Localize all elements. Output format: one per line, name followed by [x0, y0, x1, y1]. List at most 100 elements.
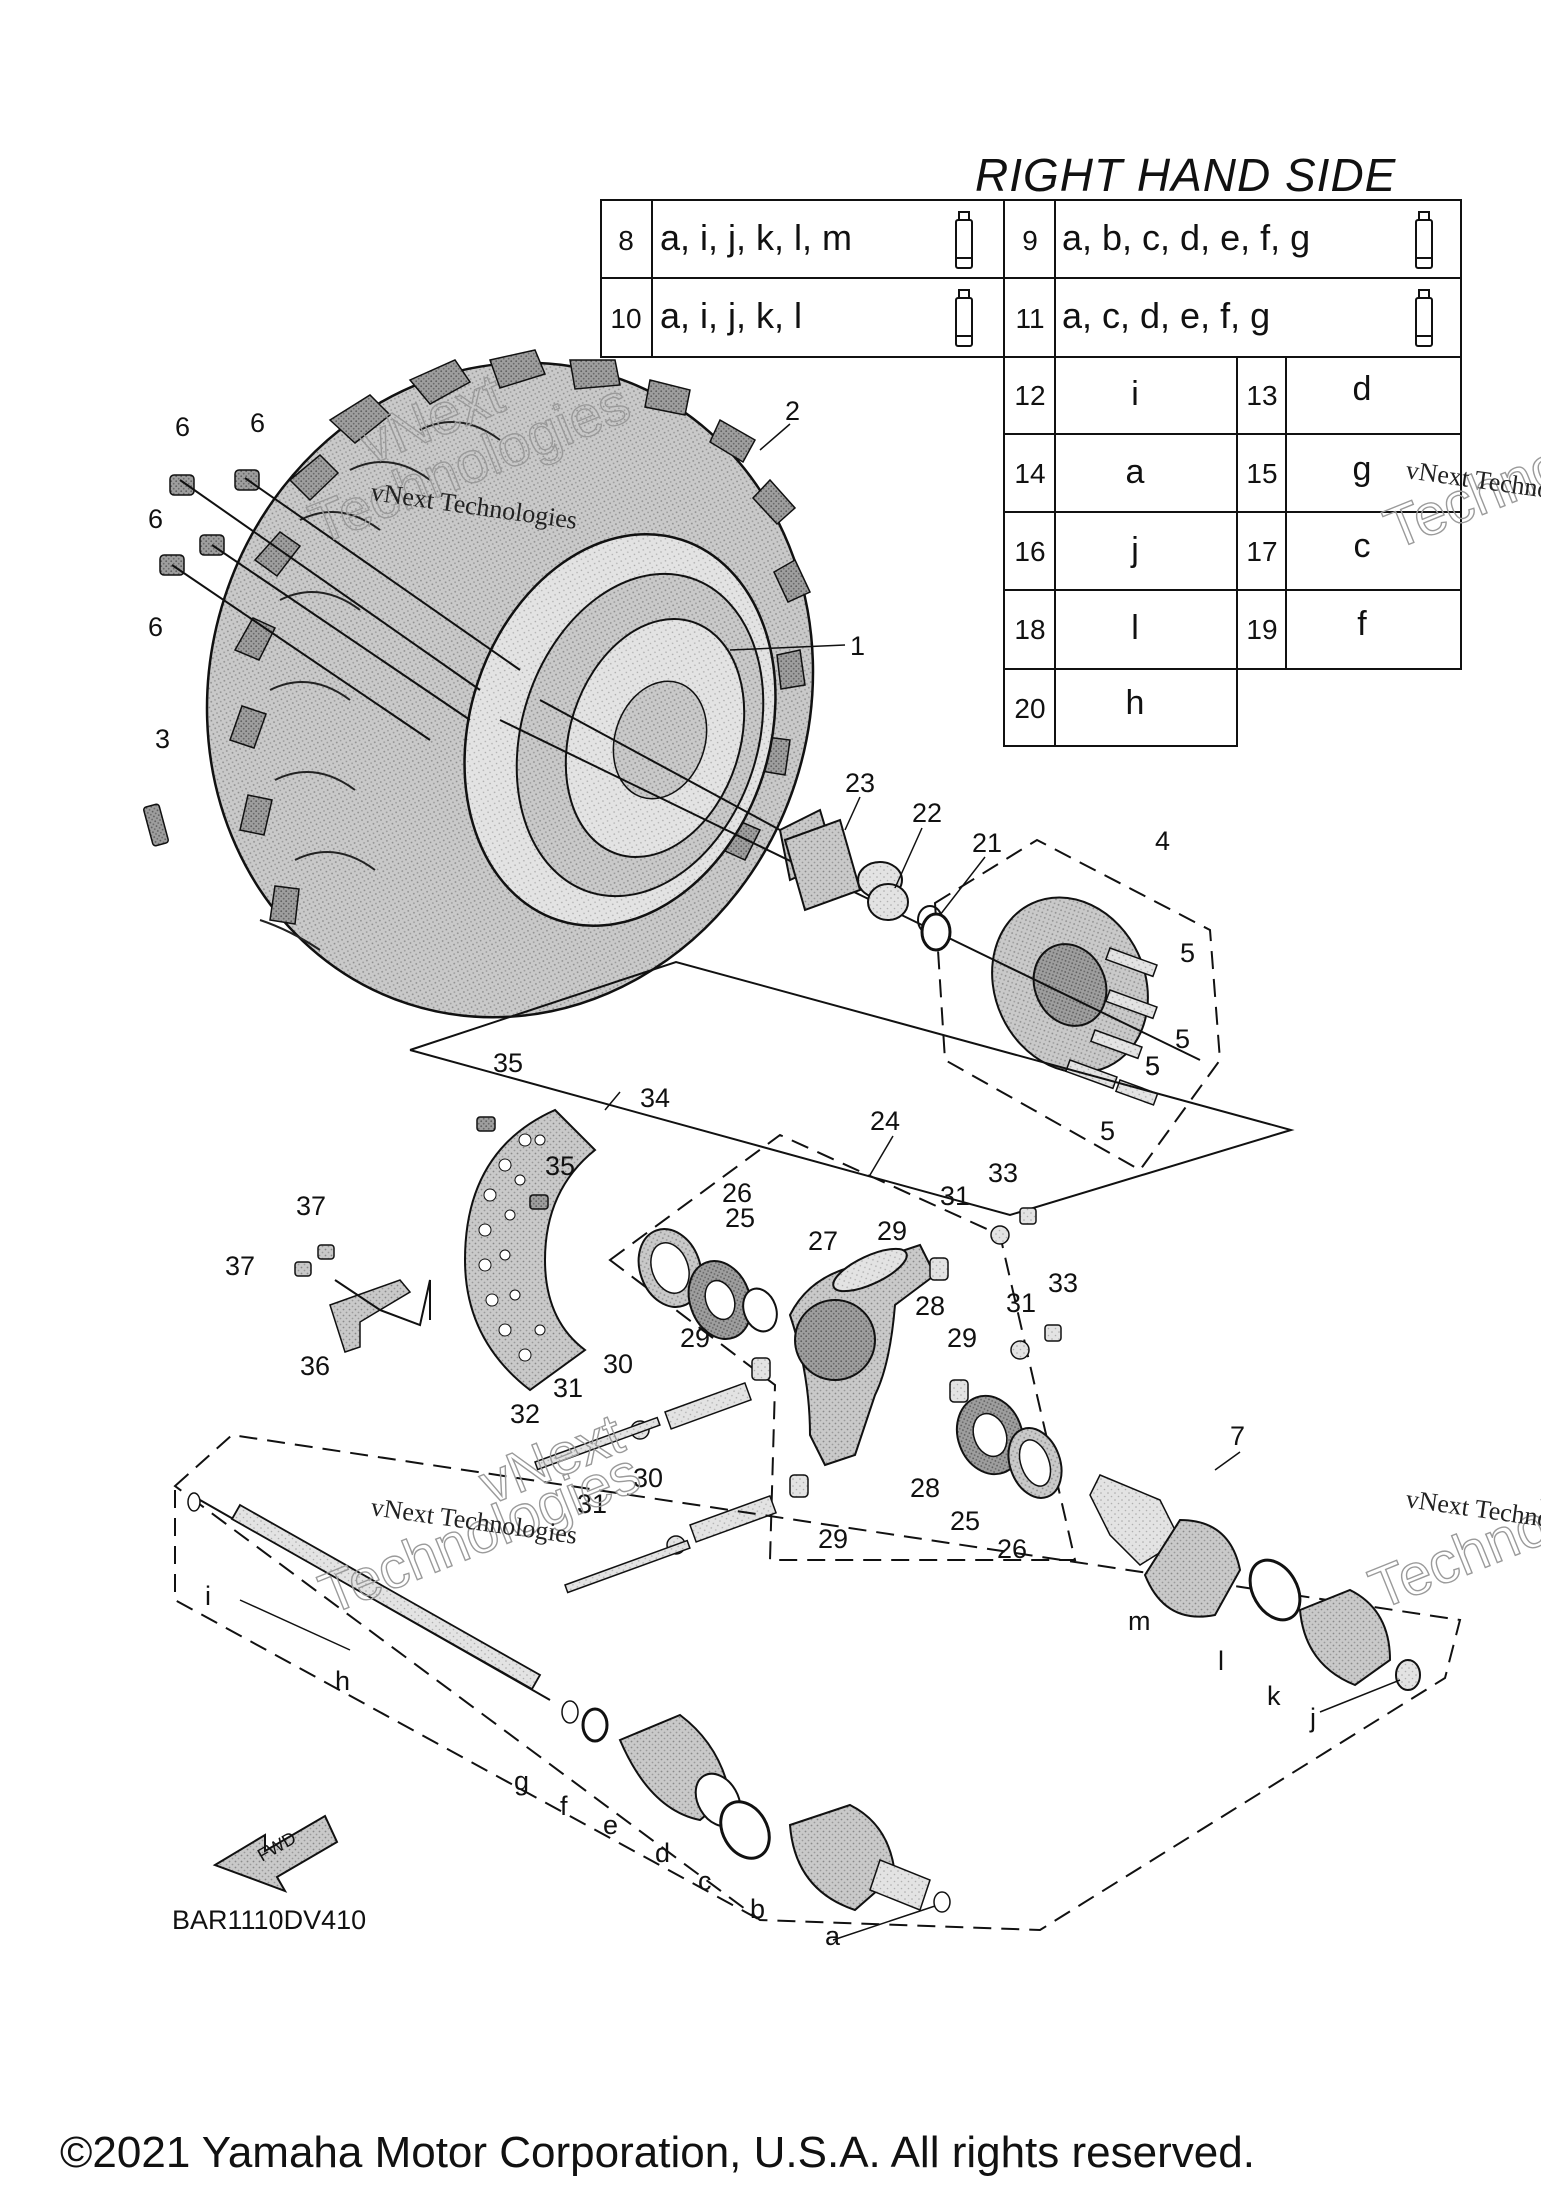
table-cell-no: 16	[1014, 536, 1045, 567]
callout-7: 7	[1230, 1421, 1245, 1451]
callout-24: 24	[870, 1106, 900, 1136]
callout-d: d	[655, 1838, 670, 1868]
brake-disc	[463, 1108, 597, 1392]
callout-l: l	[1218, 1646, 1224, 1676]
callout-6: 6	[148, 612, 163, 642]
callout-33: 33	[1048, 1268, 1078, 1298]
callout-5: 5	[1175, 1024, 1190, 1054]
disc-bolts	[476, 1116, 549, 1210]
table-cell-no: 11	[1015, 303, 1044, 334]
callout-6: 6	[250, 408, 265, 438]
callout-28: 28	[915, 1291, 945, 1321]
callout-5: 5	[1145, 1051, 1160, 1081]
callout-21: 21	[972, 828, 1002, 858]
callout-30: 30	[633, 1463, 663, 1493]
callout-33: 33	[988, 1158, 1018, 1188]
table-cell-no: 8	[618, 225, 634, 256]
callout-5: 5	[1145, 1051, 1160, 1081]
table-cell-parts: a, b, c, d, e, f, g	[1062, 217, 1310, 258]
callout-5: 5	[1100, 1116, 1115, 1146]
fwd-arrow-icon: FWD	[212, 1814, 339, 1893]
callout-k: k	[1267, 1681, 1281, 1711]
callout-26: 26	[722, 1178, 752, 1208]
table-cell-no: 18	[1014, 614, 1045, 645]
table-cell-parts: a, c, d, e, f, g	[1062, 295, 1270, 336]
callout-28: 28	[910, 1473, 940, 1503]
leader-lines	[239, 796, 1401, 1941]
table-cell-no: 14	[1014, 458, 1045, 489]
valve-stem	[143, 803, 169, 847]
tire-assembly	[205, 349, 815, 1019]
table-cell-no: 19	[1246, 614, 1277, 645]
callout-35: 35	[493, 1048, 523, 1078]
callout-29: 29	[680, 1323, 710, 1353]
table-cell-no: 17	[1246, 536, 1277, 567]
page-title: RIGHT HAND SIDE	[975, 149, 1397, 201]
table-cell-val: d	[1353, 370, 1372, 408]
callout-34: 34	[640, 1083, 670, 1113]
table-cell-no: 10	[610, 303, 641, 334]
callout-4: 4	[1155, 826, 1170, 856]
callout-36: 36	[300, 1351, 330, 1381]
knuckle	[637, 1228, 1063, 1499]
callout-23: 23	[845, 768, 875, 798]
callout-g: g	[514, 1766, 529, 1796]
callout-25: 25	[950, 1506, 980, 1536]
brake-bracket	[294, 1244, 412, 1353]
spacers	[783, 818, 952, 952]
callout-6: 6	[148, 504, 163, 534]
callout-29: 29	[818, 1524, 848, 1554]
grease-tube-icon	[955, 211, 1433, 347]
callout-m: m	[1128, 1606, 1151, 1636]
callout-31: 31	[553, 1373, 583, 1403]
table-cell-no: 9	[1022, 225, 1038, 256]
table-cell-val: l	[1131, 609, 1139, 647]
callout-i: i	[205, 1581, 211, 1611]
table-cell-val: g	[1353, 450, 1372, 488]
callout-31: 31	[940, 1181, 970, 1211]
table-cell-parts: a, i, j, k, l	[660, 295, 802, 336]
callout-25: 25	[725, 1203, 755, 1233]
table-cell-val: f	[1357, 605, 1367, 643]
callout-b: b	[750, 1894, 765, 1924]
diagram-code: BAR1110DV410	[172, 1905, 367, 1935]
callout-e: e	[603, 1810, 618, 1840]
assembly-lines	[171, 477, 1295, 1217]
callout-29: 29	[877, 1216, 907, 1246]
callout-22: 22	[912, 798, 942, 828]
callout-37: 37	[225, 1251, 255, 1281]
callout-35: 35	[545, 1151, 575, 1181]
callout-a: a	[825, 1921, 841, 1951]
callout-37: 37	[296, 1191, 326, 1221]
table-cell-val: c	[1354, 527, 1371, 565]
callout-32: 32	[510, 1399, 540, 1429]
table-cell-no: 20	[1014, 693, 1045, 724]
callout-h: h	[335, 1666, 350, 1696]
callout-2: 2	[785, 396, 800, 426]
callout-5: 5	[1180, 938, 1195, 968]
callout-j: j	[1309, 1703, 1316, 1733]
callout-27: 27	[808, 1226, 838, 1256]
table-cell-val: i	[1131, 375, 1139, 413]
table-cell-no: 12	[1014, 380, 1045, 411]
callout-labels: 1 2 3 4 5 5 5 5 5 6 6 6 6 7 21 22 23 24 …	[148, 396, 1316, 1951]
table-cell-parts: a, i, j, k, l, m	[660, 217, 852, 258]
table-cell-val: a	[1126, 453, 1145, 491]
table-text: 8 a, i, j, k, l, m 9 a, b, c, d, e, f, g…	[610, 217, 1371, 724]
callout-6: 6	[175, 412, 190, 442]
svg-text:Technologies: Technologies	[1361, 1435, 1541, 1622]
callout-3: 3	[155, 724, 170, 754]
drive-shaft	[187, 1474, 1421, 1913]
callout-f: f	[560, 1791, 568, 1821]
copyright-notice: ©2021 Yamaha Motor Corporation, U.S.A. A…	[60, 2128, 1255, 2177]
callout-31: 31	[577, 1489, 607, 1519]
callout-26: 26	[997, 1534, 1027, 1564]
callout-30: 30	[603, 1349, 633, 1379]
table-cell-no: 15	[1246, 458, 1277, 489]
table-cell-no: 13	[1246, 380, 1277, 411]
callout-29: 29	[947, 1323, 977, 1353]
table-cell-val: j	[1130, 531, 1139, 569]
table-cell-val: h	[1126, 684, 1145, 722]
bolts	[534, 1381, 777, 1594]
